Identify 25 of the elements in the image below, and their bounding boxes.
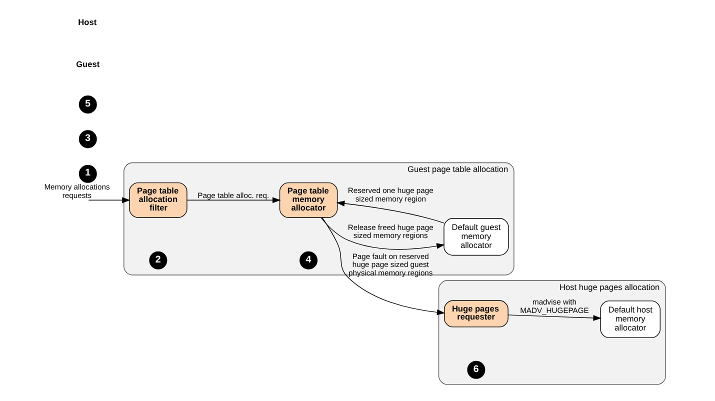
arrow	[186, 197, 280, 204]
node-label: 2	[154, 254, 160, 266]
edge-label: madvise with MADV_HUGEPAGE	[520, 298, 588, 315]
node-label: 4	[305, 254, 311, 266]
label: Guest	[76, 59, 100, 70]
arrow	[321, 217, 445, 316]
edge-label: Page table alloc. req.	[197, 190, 269, 200]
arrow	[88, 197, 130, 204]
node-box: Default host memory allocator	[600, 300, 660, 338]
label: Host	[78, 16, 96, 27]
edge-label: Page fault on reserved huge page sized guest physical memory regions	[348, 252, 432, 278]
node-box: Page table allocation filter	[128, 182, 187, 218]
node-box: Page table memory allocator	[278, 182, 338, 218]
arrow	[336, 200, 444, 224]
edge-label: Memory allocations requests	[44, 182, 110, 200]
arrow	[507, 314, 602, 321]
label: 5	[84, 98, 90, 110]
arrow	[320, 217, 444, 250]
node-box: Huge pages requester	[443, 300, 508, 328]
label: 3	[84, 133, 90, 144]
edge-label: Reserved one huge page sized memory region	[347, 186, 433, 204]
edge-label: Release freed huge page sized memory regions	[347, 222, 433, 240]
node-box: Default guest memory allocator	[443, 218, 508, 256]
label: 1	[84, 168, 90, 179]
node-label: 6	[472, 364, 478, 375]
